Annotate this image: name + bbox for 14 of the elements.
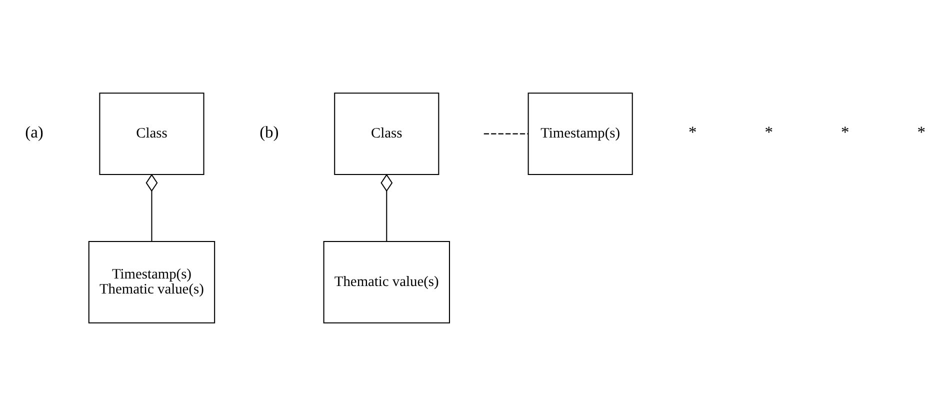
label: (a) — [25, 122, 44, 142]
node-box: Timestamp(s) Thematic value(s) — [88, 240, 216, 323]
label: * — [764, 122, 773, 142]
label: * — [688, 122, 697, 142]
label: * — [917, 122, 926, 142]
node-box: Thematic value(s) — [323, 240, 450, 323]
node-box: Class — [334, 92, 440, 175]
label: * — [841, 122, 850, 142]
connector — [484, 132, 528, 134]
connector — [380, 173, 393, 241]
connector — [146, 173, 158, 241]
node-box: Class — [99, 92, 204, 175]
label: (b) — [260, 122, 279, 142]
node-box: Timestamp(s) — [528, 92, 633, 175]
